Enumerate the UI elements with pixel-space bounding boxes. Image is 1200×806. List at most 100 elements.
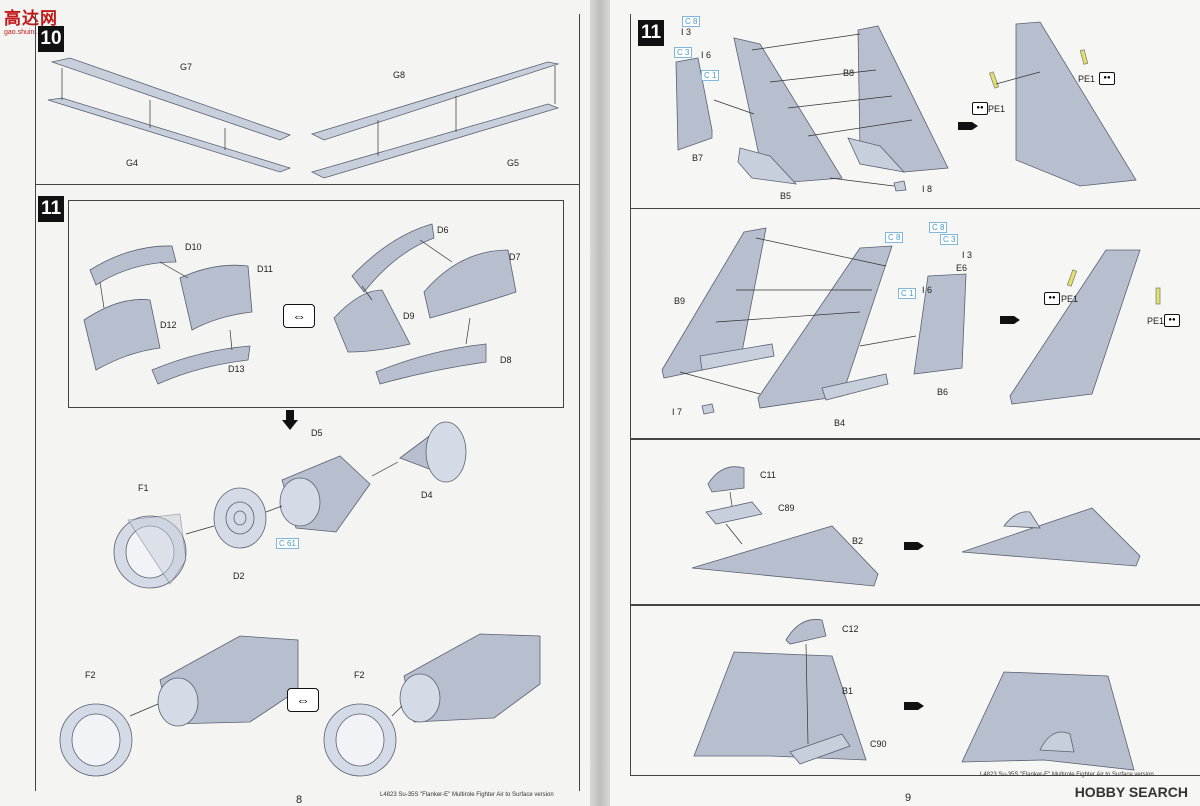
label-I7: I 7: [672, 407, 683, 417]
assembled-wing-B2: [961, 507, 1141, 567]
right-step-panel-2: [630, 208, 1200, 440]
label-I6-a: I 6: [701, 50, 712, 60]
label-D7: D7: [509, 252, 521, 262]
label-C3-b: C 3: [940, 234, 959, 245]
step-11-badge-left: 11: [38, 196, 64, 222]
label-D12: D12: [160, 320, 177, 330]
label-I6-b: I 6: [922, 285, 933, 295]
label-G4: G4: [126, 158, 139, 168]
right-page-number: 9: [905, 792, 912, 804]
part-D2: [213, 487, 267, 549]
label-D4: D4: [421, 490, 433, 500]
label-B4: B4: [834, 418, 846, 428]
label-C12: C12: [842, 624, 859, 634]
photo-etch-icon: ●●: [972, 102, 988, 115]
swap-direction-icon: ⇔: [287, 688, 319, 712]
step-11-left-frame: [35, 184, 580, 791]
right-step-panel-4: [630, 604, 1200, 776]
bottom-watermark: HOBBY SEARCH: [1074, 784, 1188, 800]
arrow-right-icon: [1000, 316, 1020, 324]
label-D13: D13: [228, 364, 245, 374]
part-D10: [89, 245, 177, 286]
arrow-right-icon: [958, 122, 978, 130]
label-C8-a: C 8: [682, 16, 701, 27]
fin-B4: [757, 245, 893, 409]
label-I3-a: I 3: [681, 27, 692, 37]
arrow-down-icon: [282, 410, 298, 430]
fin-B5: [733, 37, 843, 183]
watermark-title: 高达网: [4, 9, 58, 28]
label-C8-b: C 8: [929, 222, 948, 233]
step-11-badge-right: 11: [638, 20, 664, 46]
label-D9: D9: [403, 311, 415, 321]
flap-G7: [50, 57, 292, 141]
fin-B8: [857, 25, 949, 173]
left-footer: L4823 Su-35S "Flanker-E" Multirole Fight…: [380, 792, 554, 798]
label-D10: D10: [185, 242, 202, 252]
label-G5: G5: [507, 158, 520, 168]
assembled-wing-B1: [961, 671, 1135, 771]
arrow-right-icon: [904, 542, 924, 550]
part-D8: [375, 343, 487, 385]
part-C12: [785, 619, 827, 645]
part-F1-ring: [127, 513, 187, 585]
part-C89: [705, 501, 763, 525]
label-I8: I 8: [922, 184, 933, 194]
photo-etch-icon: ●●: [1099, 72, 1115, 85]
label-D5: D5: [311, 428, 323, 438]
label-PE1-d: PE1: [1147, 316, 1165, 326]
wing-B2: [691, 525, 879, 587]
assembled-fin-1: [1015, 21, 1137, 187]
label-I3-b: I 3: [962, 250, 973, 260]
part-C90: [789, 733, 851, 765]
engine-subassembly-frame: [68, 200, 564, 408]
label-D2: D2: [233, 571, 245, 581]
part-D12: [83, 299, 161, 371]
flap-G8: [310, 61, 560, 141]
rudder-B7: [675, 57, 713, 151]
label-D6: D6: [437, 225, 449, 235]
label-B7: B7: [692, 153, 704, 163]
label-B1: B1: [842, 686, 854, 696]
label-C90: C90: [870, 739, 887, 749]
label-D11: D11: [257, 264, 273, 274]
label-PE1-b: PE1: [1078, 74, 1096, 84]
part-D4: [425, 421, 467, 483]
label-B2: B2: [852, 536, 864, 546]
part-D13: [151, 345, 251, 385]
part-C11: [707, 466, 745, 493]
label-B8: B8: [843, 68, 855, 78]
label-PE1-a: PE1: [988, 104, 1006, 114]
watermark-url: gao.shuini.com: [4, 29, 52, 36]
label-E6: E6: [956, 263, 968, 273]
label-B9: B9: [674, 296, 686, 306]
left-page-drawings: [47, 57, 560, 777]
part-D11: [179, 264, 253, 331]
label-B6: B6: [937, 387, 949, 397]
label-C3-a: C 3: [674, 47, 693, 58]
book-gutter: [590, 0, 610, 806]
label-F1: F1: [138, 483, 149, 493]
label-D8: D8: [500, 355, 512, 365]
rudder-B6: [913, 273, 967, 375]
swap-direction-icon: ⇔: [283, 304, 315, 328]
right-step-panel-3: [630, 438, 1200, 606]
label-C89: C89: [778, 503, 795, 513]
assembled-fin-2: [1009, 249, 1141, 405]
photo-etch-icon: ●●: [1044, 292, 1060, 305]
label-PE1-c: PE1: [1061, 294, 1079, 304]
label-B5: B5: [780, 191, 792, 201]
arrow-right-icon: [904, 702, 924, 710]
left-page-number: 8: [296, 794, 303, 806]
label-C1-b: C 1: [898, 288, 917, 299]
part-D7: [423, 249, 517, 319]
flap-G5: [310, 103, 560, 179]
part-D6: [351, 223, 435, 293]
photo-etch-icon: ●●: [1164, 314, 1180, 327]
label-F2-left: F2: [85, 670, 96, 680]
step-10-badge: 10: [38, 26, 64, 52]
label-C8-c: C 8: [885, 232, 904, 243]
right-footer: L4823 Su-35S "Flanker-E" Multirole Fight…: [980, 772, 1154, 778]
flap-G4: [47, 97, 292, 173]
